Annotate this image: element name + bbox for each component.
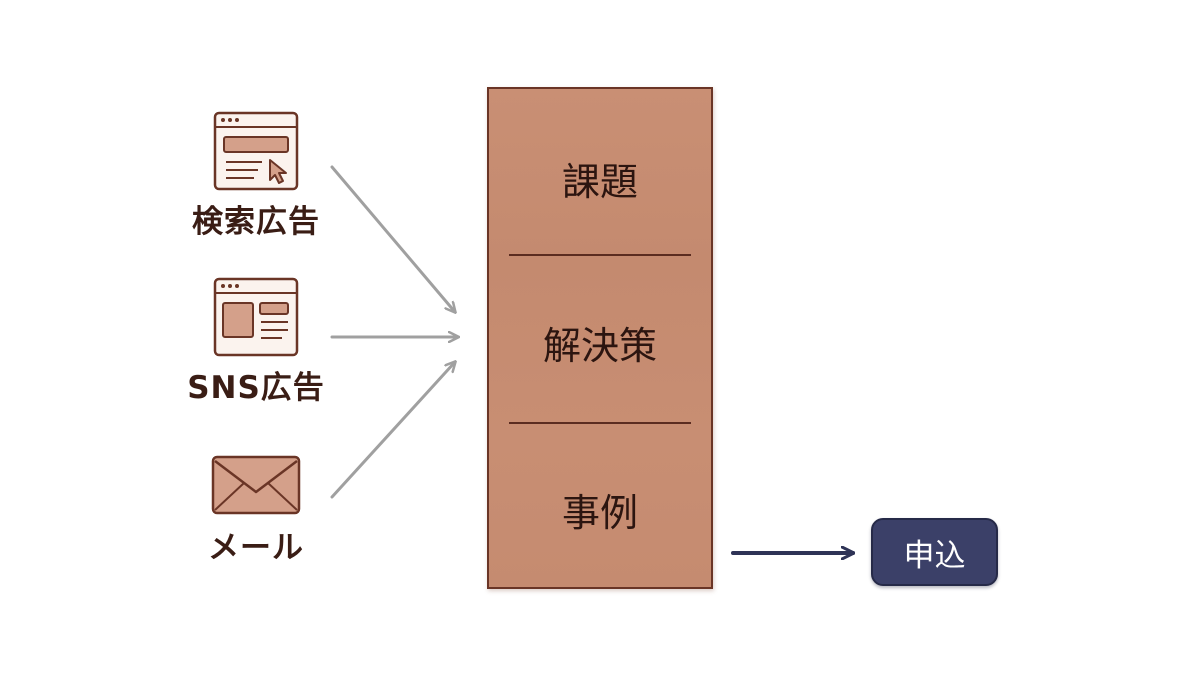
source-sns-ad: SNS広告 xyxy=(166,276,346,407)
source-label-sns-ad: SNS広告 xyxy=(187,370,325,406)
arrow-mail-to-page xyxy=(330,362,455,499)
source-search-ad: 検索広告 xyxy=(166,110,346,241)
source-label-mail: メール xyxy=(208,530,304,566)
search-ad-browser-icon xyxy=(213,111,299,191)
sns-ad-browser-icon xyxy=(213,277,299,357)
source-mail: メール xyxy=(166,452,346,567)
arrow-search-to-page xyxy=(330,165,455,312)
section-case-study: 事例 xyxy=(561,491,638,535)
source-label-search-ad: 検索広告 xyxy=(192,204,320,240)
section-divider xyxy=(509,254,691,256)
apply-button[interactable]: 申込 xyxy=(871,518,998,586)
section-divider xyxy=(509,422,691,424)
section-solution: 解決策 xyxy=(542,324,657,368)
section-problem: 課題 xyxy=(561,160,638,204)
envelope-icon xyxy=(211,455,301,515)
landing-page-column: 課題 解決策 事例 xyxy=(487,87,713,589)
